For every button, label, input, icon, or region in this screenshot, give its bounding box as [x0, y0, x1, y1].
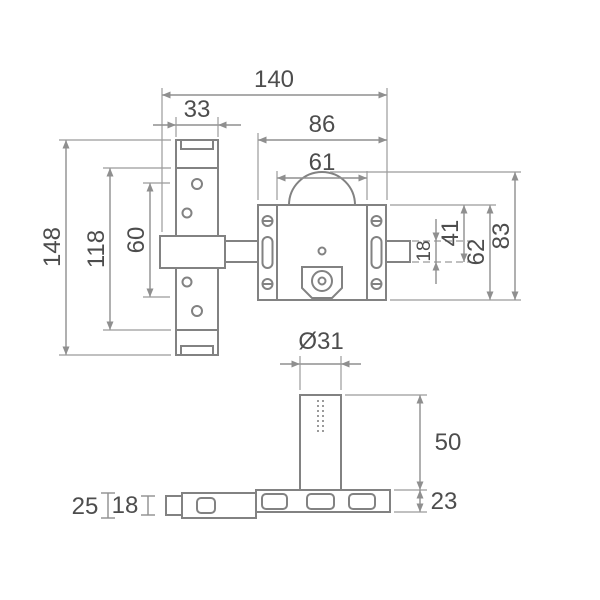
front-view — [159, 139, 470, 356]
front-view-dimensions: 140 33 86 61 148 — [39, 66, 521, 356]
plate-hole — [191, 178, 203, 190]
dim-body-width: 86 — [257, 111, 387, 200]
dim-label-body-height: 62 — [463, 239, 490, 266]
dim-label-end-cap-height: 18 — [112, 492, 139, 519]
screw-pad — [348, 493, 376, 510]
dim-plate-height: 148 — [39, 139, 171, 356]
dim-label-hole-spacing: 60 — [123, 227, 150, 254]
dim-cylinder-diameter: Ø31 — [280, 328, 361, 390]
dim-label-cylinder-diameter: Ø31 — [298, 328, 343, 355]
cylinder — [299, 394, 342, 491]
lock-body — [257, 171, 387, 301]
dim-label-total-width: 140 — [254, 66, 294, 93]
dim-label-inner-height: 118 — [83, 230, 110, 268]
dim-hole-spacing: 60 — [123, 182, 170, 298]
dim-end-cap-height: 18 — [112, 492, 155, 519]
dim-label-cylinder-height: 50 — [435, 429, 462, 456]
dim-label-bolt-thickness: 18 — [414, 240, 435, 261]
bolt-end-cap — [165, 495, 183, 516]
dim-label-plate-height: 148 — [39, 227, 66, 267]
bolt-tip — [385, 240, 411, 263]
dim-bolt-thickness: 18 — [414, 219, 440, 284]
dim-inner-height: 118 — [83, 167, 171, 331]
dim-plate-width: 33 — [153, 96, 241, 137]
bottom-view — [165, 394, 391, 519]
plate-top-tab — [180, 140, 214, 150]
bottom-view-dimensions: Ø31 50 23 25 18 — [72, 328, 462, 520]
mounting-slot-right — [370, 236, 383, 269]
plate-hole — [181, 207, 193, 219]
dim-total-height: 83 — [330, 171, 521, 300]
dim-total-width: 140 — [161, 66, 388, 232]
dim-bar-height: 25 — [72, 492, 115, 520]
dim-label-body-width: 86 — [309, 111, 336, 138]
plate-bottom-tab — [180, 345, 214, 355]
bolt — [224, 240, 259, 263]
dim-inner-width: 61 — [276, 149, 368, 200]
dim-label-plate-width: 33 — [184, 96, 211, 123]
screw-pad — [306, 493, 335, 510]
dim-label-total-height: 83 — [488, 223, 515, 250]
plate-hole — [191, 305, 203, 317]
dim-bolt-offset: 41 — [437, 205, 468, 262]
screw-pad — [261, 493, 288, 510]
keyhole-center — [317, 276, 327, 286]
dim-base-thickness: 23 — [394, 488, 457, 515]
dim-label-base-thickness: 23 — [431, 488, 458, 515]
bolt-bar — [181, 492, 257, 519]
dim-cylinder-height: 50 — [345, 394, 462, 491]
center-pin — [317, 246, 327, 256]
dim-label-bar-height: 25 — [72, 493, 99, 520]
mounting-slot-left — [261, 236, 274, 269]
plate-hole — [181, 276, 193, 288]
bolt-bar-pad — [196, 497, 216, 514]
lock-arch — [287, 171, 357, 206]
dim-label-bolt-offset: 41 — [437, 220, 464, 247]
dim-body-height: 62 — [390, 204, 521, 301]
bolt-guide — [159, 235, 226, 269]
